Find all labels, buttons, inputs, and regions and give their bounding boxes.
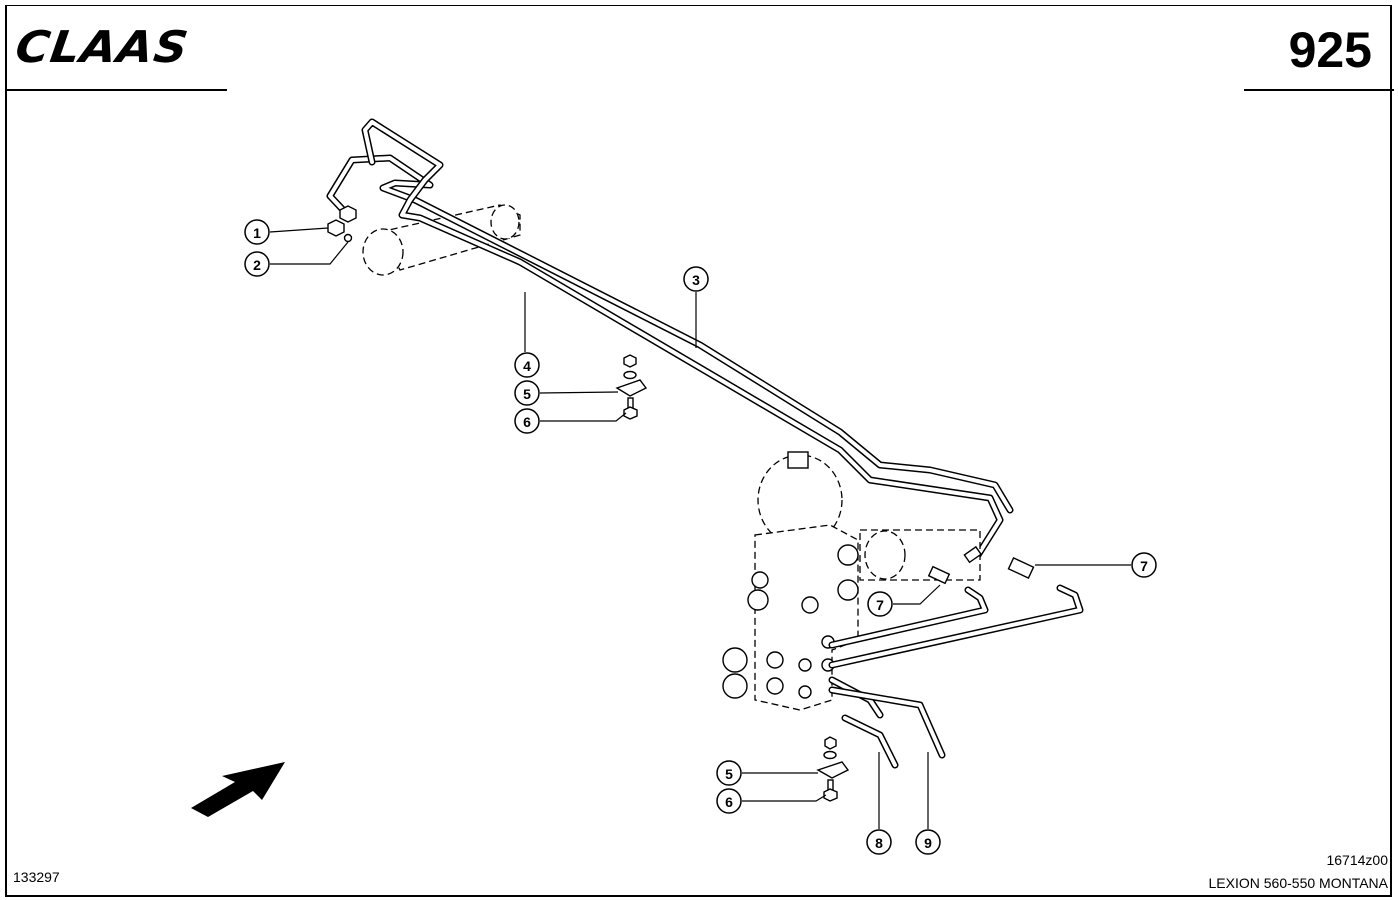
- svg-text:3: 3: [692, 272, 700, 288]
- hydraulic-line-4: [361, 118, 1004, 559]
- drawing-number: 16714z00: [1326, 852, 1388, 868]
- svg-text:5: 5: [725, 766, 733, 782]
- svg-text:4: 4: [523, 358, 531, 374]
- svg-text:5: 5: [523, 386, 531, 402]
- leader-6: [540, 412, 627, 422]
- drawing-frame: [5, 5, 1392, 897]
- fitting-7a: [927, 545, 983, 585]
- header-rule-left: [5, 89, 227, 91]
- callout-6b[interactable]: 6: [716, 788, 742, 814]
- nut-part-1: [327, 219, 345, 237]
- clamp-assembly-lower: [816, 736, 850, 802]
- svg-text:7: 7: [876, 597, 884, 613]
- svg-text:1: 1: [253, 225, 261, 241]
- callout-3[interactable]: 3: [683, 266, 709, 292]
- callout-6[interactable]: 6: [514, 408, 540, 434]
- callout-4[interactable]: 4: [514, 352, 540, 378]
- hydraulic-cylinder-upper: [362, 204, 521, 276]
- header-rule-right: [1244, 89, 1394, 91]
- leader-6b: [742, 794, 827, 802]
- svg-text:6: 6: [523, 414, 531, 430]
- leader-7a: [893, 584, 941, 605]
- arrow-up-right-icon: [191, 762, 285, 817]
- nut-fitting: [339, 205, 357, 223]
- callout-7b[interactable]: 7: [1131, 552, 1157, 578]
- callout-1[interactable]: 1: [244, 219, 270, 245]
- valve-block: [722, 451, 981, 711]
- model-name: LEXION 560-550 MONTANA: [1208, 875, 1388, 891]
- page-number: 925: [1288, 22, 1372, 78]
- callout-7a[interactable]: 7: [867, 591, 893, 617]
- leader-1: [269, 227, 329, 233]
- hydraulic-line-9: [828, 686, 946, 759]
- hydraulic-line-3: [326, 154, 1014, 514]
- catalog-number: 133297: [13, 869, 60, 885]
- callout-9[interactable]: 9: [915, 829, 941, 855]
- callout-5[interactable]: 5: [514, 380, 540, 406]
- svg-text:2: 2: [253, 257, 261, 273]
- svg-text:8: 8: [875, 835, 883, 851]
- svg-text:6: 6: [725, 794, 733, 810]
- callout-8[interactable]: 8: [866, 829, 892, 855]
- svg-text:7: 7: [1140, 558, 1148, 574]
- callout-5b[interactable]: 5: [716, 760, 742, 786]
- leader-2: [270, 241, 349, 265]
- fitting-7b: [1007, 556, 1035, 580]
- svg-text:9: 9: [924, 835, 932, 851]
- leader-5: [539, 391, 619, 394]
- hydraulic-line-lower: [828, 584, 1084, 669]
- callout-2[interactable]: 2: [244, 251, 270, 277]
- olive-part-2: [343, 233, 353, 243]
- footer-info: 16714z00 LEXION 560-550 MONTANA: [1209, 849, 1388, 895]
- clamp-assembly-upper: [615, 354, 648, 420]
